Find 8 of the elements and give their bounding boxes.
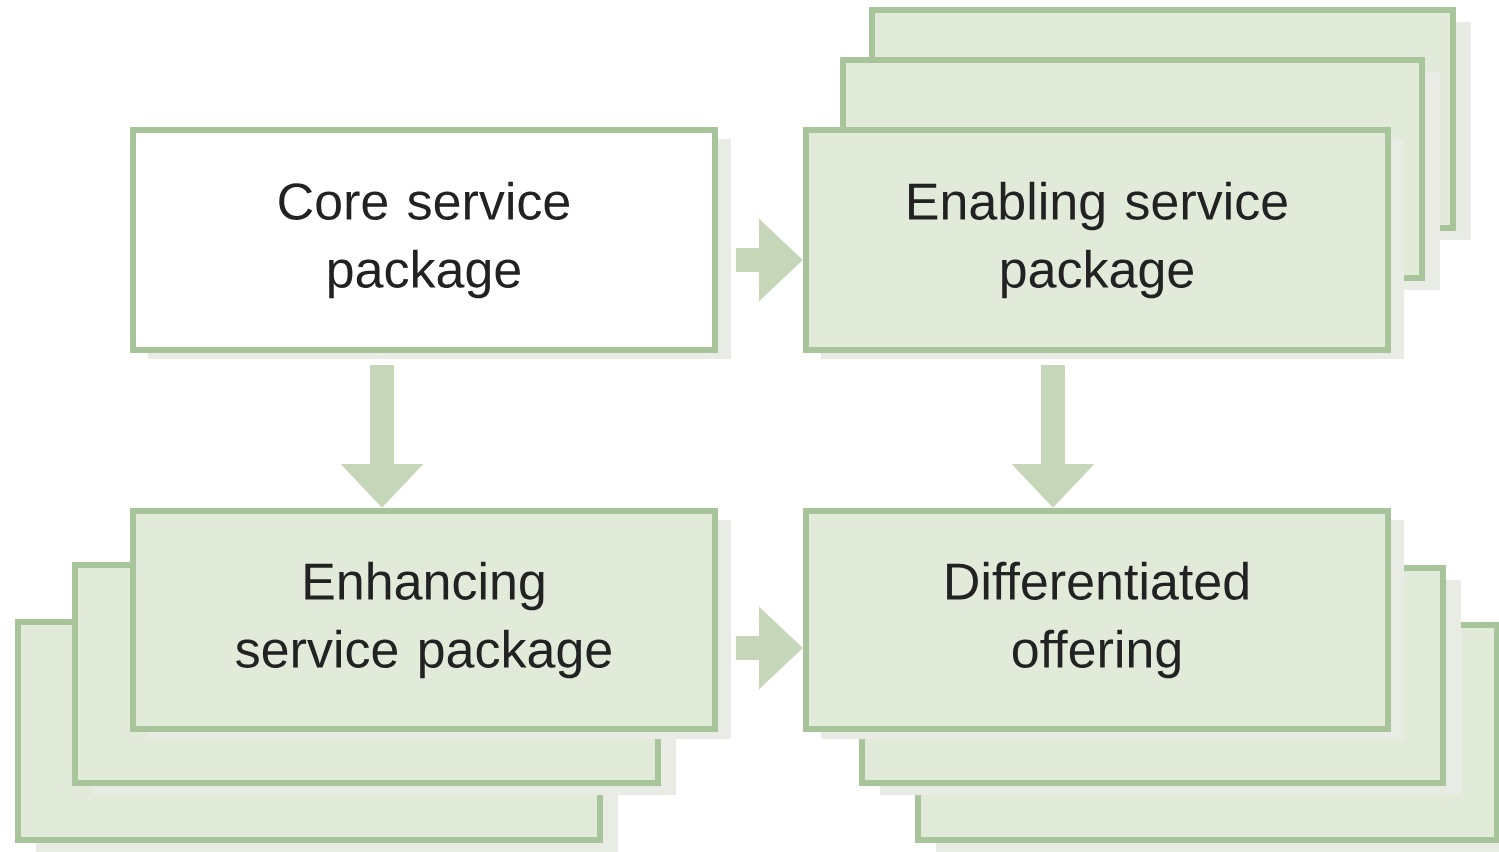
box-label: Core service package: [279, 181, 569, 299]
box-label: Differentiated offering: [947, 561, 1248, 679]
process-box: [130, 127, 718, 353]
process-box: [803, 508, 1391, 732]
box-label: Enabling service package: [909, 181, 1287, 299]
process-box: [130, 508, 718, 732]
box-label: Enhancing service package: [236, 561, 611, 679]
process-box: [803, 127, 1391, 353]
